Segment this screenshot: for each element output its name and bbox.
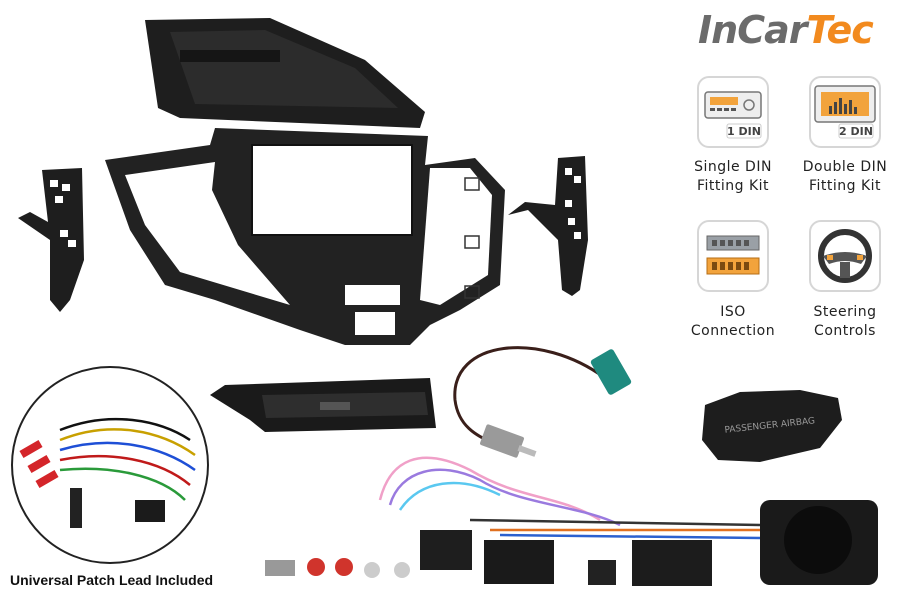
airbag-cover: PASSENGER AIRBAG [702,390,842,462]
badge-2din: 2 DIN [839,125,873,138]
storage-pocket [210,378,436,432]
patch-lead-inset [11,366,209,564]
double-din-radio-icon: 2 DIN [809,76,881,148]
fascia-panel [105,128,505,345]
patch-lead-caption: Universal Patch Lead Included [10,572,214,588]
single-din-radio-icon: 1 DIN [697,76,769,148]
iso-connector-icon [697,220,769,292]
dash-shroud [145,18,425,128]
antenna-adapter [453,346,632,458]
wiring-harness [265,456,770,586]
right-mounting-bracket [508,156,588,296]
steering-wheel-icon [809,220,881,292]
left-mounting-bracket [18,168,84,312]
badge-1din: 1 DIN [727,125,761,138]
steering-interface-box [760,500,878,585]
brand-logo: InCarTec [698,8,874,52]
